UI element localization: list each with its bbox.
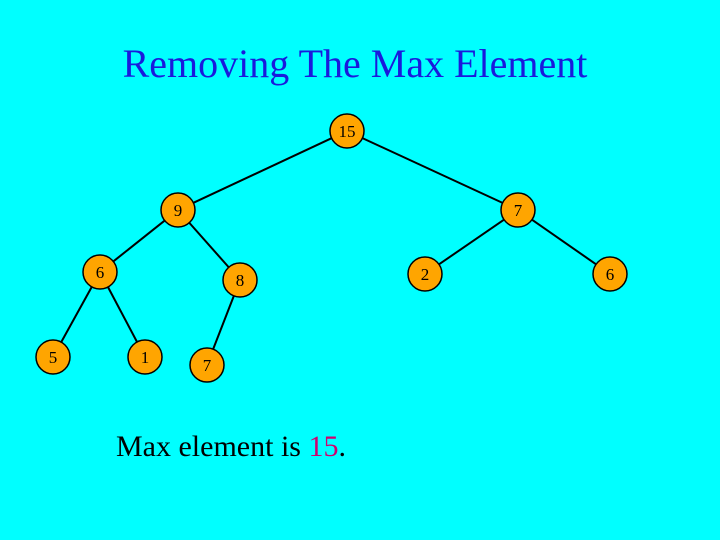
- tree-node-circle: [35, 339, 71, 375]
- tree-node-label: 6: [96, 263, 105, 282]
- tree-node-label: 2: [421, 265, 430, 284]
- tree-node-label: 7: [514, 201, 523, 220]
- tree-edge-15-9: [192, 137, 333, 204]
- tree-node-label: 9: [174, 201, 183, 220]
- tree-node-7: 7: [500, 192, 536, 228]
- tree-node-circle: [592, 256, 628, 292]
- slide-title: Removing The Max Element: [122, 41, 588, 86]
- tree-node-7: 7: [189, 347, 225, 383]
- tree-node-2: 2: [407, 256, 443, 292]
- tree-edge-15-7: [362, 137, 503, 204]
- caption-suffix: .: [338, 430, 346, 463]
- tree-node-circle: [222, 262, 258, 298]
- tree-node-label: 7: [203, 356, 212, 375]
- tree-node-circle: [82, 254, 118, 290]
- tree-edge-7-2: [438, 218, 505, 266]
- tree-edges: [60, 137, 597, 350]
- tree-nodes: 15 9 7 6 8 2 6 5 1 7: [35, 113, 628, 383]
- tree-edge-9-8: [188, 222, 230, 268]
- tree-node-circle: [407, 256, 443, 292]
- tree-node-label: 6: [606, 265, 615, 284]
- tree-node-label: 5: [49, 348, 58, 367]
- tree-node-9: 9: [160, 192, 196, 228]
- tree-node-circle: [160, 192, 196, 228]
- tree-node-6: 6: [82, 254, 118, 290]
- tree-node-6: 6: [592, 256, 628, 292]
- tree-edge-9-6: [112, 219, 166, 263]
- tree-edge-7-6: [531, 218, 597, 266]
- tree-node-label: 15: [339, 122, 356, 141]
- caption-max-value: 15: [308, 430, 339, 463]
- caption: Max element is 15.: [116, 430, 346, 464]
- tree-node-1: 1: [127, 339, 163, 375]
- tree-edge-6-1: [107, 286, 138, 343]
- tree-node-15: 15: [329, 113, 365, 149]
- tree-node-label: 1: [141, 348, 150, 367]
- tree-node-5: 5: [35, 339, 71, 375]
- tree-node-circle: [329, 113, 365, 149]
- tree-edge-6-5: [60, 286, 93, 343]
- tree-node-circle: [189, 347, 225, 383]
- caption-prefix: Max element is: [116, 430, 309, 463]
- tree-node-circle: [500, 192, 536, 228]
- tree-edge-8-7: [212, 295, 235, 350]
- tree-node-8: 8: [222, 262, 258, 298]
- tree-node-circle: [127, 339, 163, 375]
- tree-node-label: 8: [236, 271, 245, 290]
